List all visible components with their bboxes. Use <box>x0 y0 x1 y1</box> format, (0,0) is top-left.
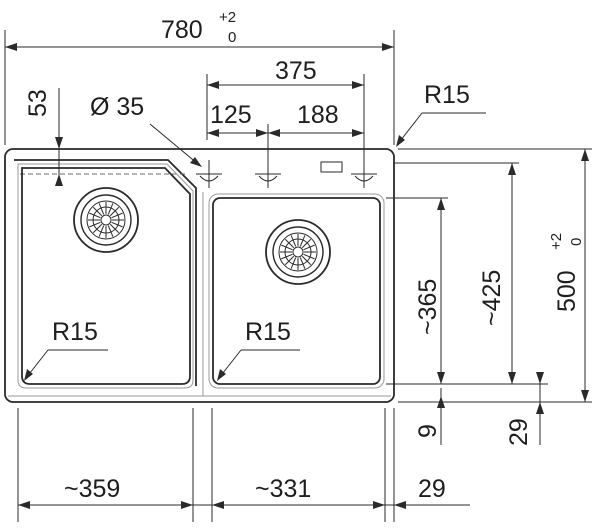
left-bowl <box>17 163 194 389</box>
total-width-label: 780 <box>161 16 203 44</box>
dimension-hole-diameter: Ø 35 <box>90 93 202 167</box>
corner-radius-right-bowl-label: R15 <box>245 318 291 346</box>
dimension-total-depth: 500 +2 0 <box>398 148 592 403</box>
tap-hole-icon <box>351 160 377 188</box>
dimension-bottom-offset-9: 9 <box>414 388 445 445</box>
tap-hole-icon <box>255 160 281 188</box>
dimension-edge-offset: 53 <box>24 88 63 186</box>
dimension-corner-radius-left-bowl: R15 <box>24 318 108 381</box>
dimension-right-bowl-depth: ~365 <box>386 197 448 385</box>
sink-outline <box>4 148 395 403</box>
total-width-tol-upper: +2 <box>219 9 236 26</box>
total-depth-label: 500 <box>553 270 581 312</box>
dimension-tap-spacing: 125 188 <box>207 101 364 160</box>
total-width-tol-lower: 0 <box>228 29 236 46</box>
bowls-span-label: 375 <box>275 57 317 85</box>
tap-hole-icon <box>196 160 222 188</box>
drain-icon <box>73 187 139 253</box>
tap-spacing-1-label: 125 <box>210 101 252 129</box>
left-bowl-width-label: ~359 <box>64 475 120 503</box>
tap-spacing-2-label: 188 <box>297 101 339 129</box>
bottom-offset-29-label: 29 <box>505 418 533 446</box>
right-bowl-width-label: ~331 <box>255 475 311 503</box>
right-bowl-depth-label: ~365 <box>414 279 442 335</box>
drain-icon <box>265 219 331 285</box>
bottom-offset-9-label: 9 <box>414 424 442 438</box>
edge-offset-label: 53 <box>24 89 52 117</box>
left-bowl-depth-label: ~425 <box>478 270 506 326</box>
corner-radius-top-label: R15 <box>424 81 470 109</box>
total-depth-tol-lower: 0 <box>568 238 585 246</box>
dimension-corner-radius-top: R15 <box>396 81 486 147</box>
right-bowl <box>202 192 385 396</box>
corner-radius-left-bowl-label: R15 <box>52 318 98 346</box>
right-margin-label: 29 <box>418 475 446 503</box>
hole-diameter-label: Ø 35 <box>90 93 144 121</box>
dimension-bowls-span: 375 <box>206 57 365 160</box>
dimension-corner-radius-right-bowl: R15 <box>217 318 300 381</box>
dimension-bottom-offset-29: 29 <box>394 372 548 446</box>
dimension-left-bowl-depth: ~425 <box>394 162 519 385</box>
overflow-slot <box>320 161 343 173</box>
dimension-total-width: 780 +2 0 <box>4 9 395 145</box>
dimension-bottom-widths: ~359 ~331 29 <box>17 408 470 522</box>
total-depth-tol-upper: +2 <box>548 233 565 250</box>
